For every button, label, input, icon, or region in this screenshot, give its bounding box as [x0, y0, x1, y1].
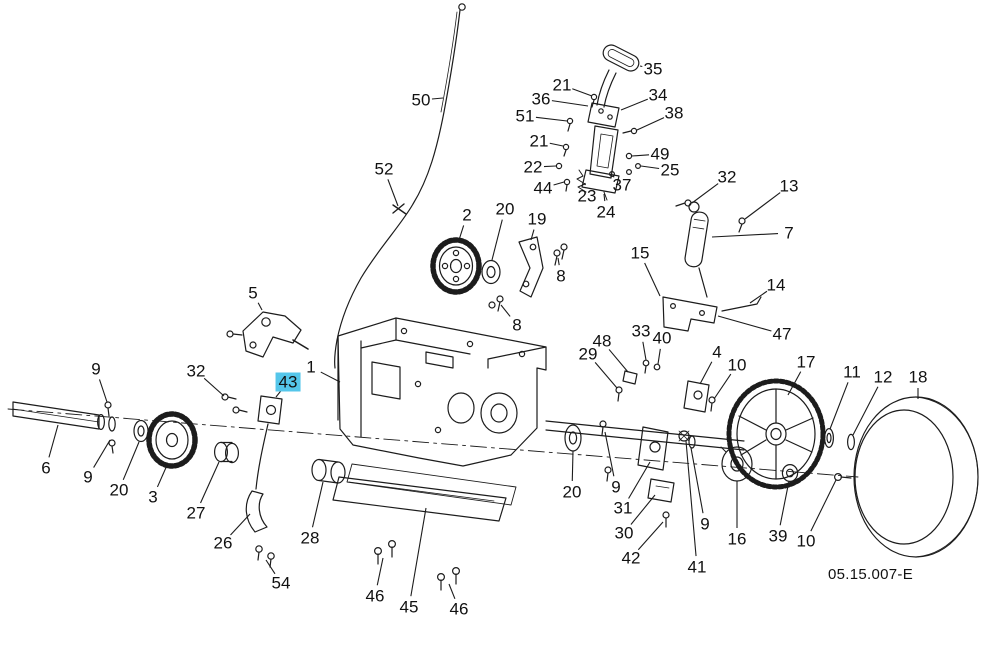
callout-31: 31 — [613, 498, 633, 518]
callout-26: 26 — [213, 533, 233, 553]
callout-45: 45 — [399, 597, 419, 617]
callout-2: 2 — [462, 205, 472, 225]
callout-16: 16 — [727, 529, 747, 549]
callout-51: 51 — [515, 106, 535, 126]
callout-42: 42 — [621, 548, 641, 568]
callout-14: 14 — [766, 275, 786, 295]
callout-50: 50 — [411, 90, 431, 110]
callout-32: 32 — [717, 167, 737, 187]
callout-20: 20 — [495, 199, 515, 219]
callout-21: 21 — [529, 131, 549, 151]
callout-22: 22 — [523, 157, 543, 177]
callout-30: 30 — [614, 523, 634, 543]
callout-33: 33 — [631, 321, 651, 341]
callout-20: 20 — [562, 482, 582, 502]
callout-6: 6 — [41, 458, 51, 478]
callout-7: 7 — [784, 223, 794, 243]
callout-49: 49 — [650, 144, 670, 164]
callout-1: 1 — [306, 357, 316, 377]
callout-52: 52 — [374, 159, 394, 179]
callout-32: 32 — [186, 361, 206, 381]
callout-40: 40 — [652, 328, 672, 348]
callout-12: 12 — [873, 367, 893, 387]
callout-38: 38 — [664, 103, 684, 123]
callout-8: 8 — [556, 266, 566, 286]
callout-54: 54 — [271, 573, 291, 593]
callout-46: 46 — [365, 586, 385, 606]
callout-15: 15 — [630, 243, 650, 263]
callout-18: 18 — [908, 367, 928, 387]
callout-35: 35 — [643, 59, 663, 79]
callout-48: 48 — [592, 331, 612, 351]
callout-3: 3 — [148, 487, 158, 507]
callout-29: 29 — [578, 344, 598, 364]
callout-21: 21 — [552, 75, 572, 95]
callout-39: 39 — [768, 526, 788, 546]
callout-4: 4 — [712, 342, 722, 362]
callout-47: 47 — [772, 324, 792, 344]
callout-9: 9 — [91, 359, 101, 379]
callout-11: 11 — [843, 362, 861, 382]
callout-9: 9 — [611, 477, 621, 497]
callout-13: 13 — [779, 176, 799, 196]
callout-34: 34 — [648, 85, 668, 105]
callout-20: 20 — [109, 480, 129, 500]
callout-36: 36 — [531, 89, 551, 109]
callout-28: 28 — [300, 528, 320, 548]
callout-8: 8 — [512, 315, 522, 335]
callout-41: 41 — [687, 557, 707, 577]
callout-10: 10 — [796, 531, 816, 551]
callout-19: 19 — [527, 209, 547, 229]
callout-24: 24 — [596, 202, 616, 222]
callout-44: 44 — [533, 178, 553, 198]
callout-37: 37 — [612, 175, 632, 195]
callout-46: 46 — [449, 599, 469, 619]
callout-5: 5 — [248, 283, 258, 303]
callout-43-highlighted: 43 — [275, 372, 301, 392]
callout-23: 23 — [577, 186, 597, 206]
callout-27: 27 — [186, 503, 206, 523]
callout-25: 25 — [660, 160, 680, 180]
drawing-code: 05.15.007-E — [828, 566, 914, 583]
callout-10: 10 — [727, 355, 747, 375]
callout-9: 9 — [700, 514, 710, 534]
callout-17: 17 — [796, 352, 816, 372]
callout-9: 9 — [83, 467, 93, 487]
